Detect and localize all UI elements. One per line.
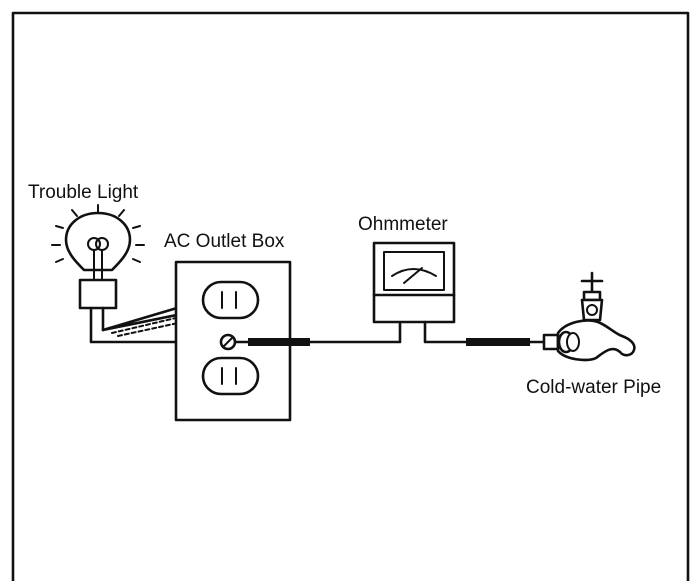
probe-clip-left (248, 338, 310, 346)
pipe-label: Cold-water Pipe (526, 377, 661, 398)
light-bulb-icon (51, 204, 145, 310)
trouble-light-label: Trouble Light (28, 182, 139, 203)
frame-border (11, 11, 690, 581)
ohmmeter-lead-left (308, 320, 402, 344)
outlet-box-label: AC Outlet Box (164, 231, 285, 252)
ohmmeter-label: Ohmmeter (358, 214, 448, 235)
ohmmeter-lead-right (423, 320, 468, 344)
ohmmeter-icon (372, 241, 456, 324)
ac-outlet-icon (174, 260, 292, 422)
probe-clip-right (466, 338, 530, 346)
water-faucet-icon (542, 271, 636, 362)
